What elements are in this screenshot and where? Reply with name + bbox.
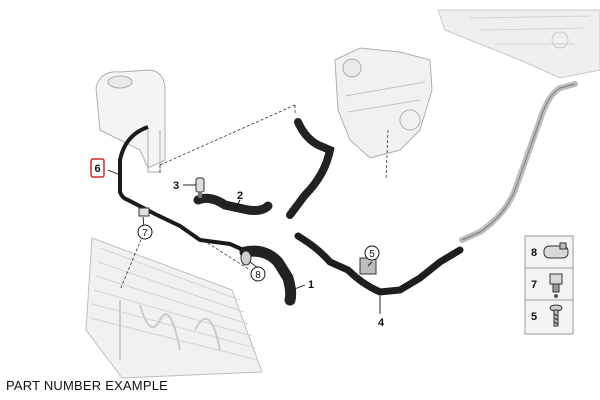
legend-item-8[interactable]: 8 bbox=[531, 242, 569, 259]
radiator-background bbox=[85, 237, 263, 379]
metal-pipe-edge bbox=[461, 83, 576, 241]
coolant-hoses bbox=[118, 81, 578, 306]
svg-text:1: 1 bbox=[308, 279, 314, 291]
metal-pipe bbox=[459, 81, 578, 243]
svg-text:5: 5 bbox=[369, 249, 375, 260]
svg-text:5: 5 bbox=[531, 311, 537, 323]
clip-7-on-hose bbox=[138, 207, 150, 217]
svg-text:8: 8 bbox=[255, 270, 261, 281]
hose-4 bbox=[294, 232, 464, 296]
expansion-tank bbox=[95, 69, 166, 173]
svg-text:6: 6 bbox=[94, 163, 100, 175]
svg-text:3: 3 bbox=[173, 180, 179, 192]
page-caption: PART NUMBER EXAMPLE bbox=[6, 378, 169, 393]
legend-item-5[interactable]: 5 bbox=[531, 304, 563, 327]
callout-6[interactable]: 6 bbox=[90, 158, 105, 178]
callout-7[interactable]: 7 bbox=[137, 224, 153, 240]
screw-icon bbox=[549, 304, 563, 327]
hose-1 bbox=[239, 245, 297, 306]
svg-text:4: 4 bbox=[378, 317, 385, 329]
engine-block-background bbox=[437, 9, 600, 79]
callout-5[interactable]: 5 bbox=[364, 245, 380, 261]
callout-4[interactable]: 4 bbox=[378, 317, 385, 329]
callout-3[interactable]: 3 bbox=[173, 180, 179, 192]
clamp-8-on-hose bbox=[240, 250, 252, 266]
hose-upper bbox=[286, 118, 335, 219]
legend-item-7[interactable]: 7 bbox=[531, 273, 563, 298]
water-pump-housing bbox=[334, 47, 433, 159]
hose-2 bbox=[193, 193, 273, 215]
small-parts-legend: 8 7 5 bbox=[524, 235, 574, 335]
callout-8[interactable]: 8 bbox=[250, 266, 266, 282]
callout-2[interactable]: 2 bbox=[237, 190, 243, 202]
quick-connector-icon bbox=[549, 273, 563, 298]
svg-text:2: 2 bbox=[237, 190, 243, 202]
callout-1[interactable]: 1 bbox=[308, 279, 314, 291]
svg-text:7: 7 bbox=[531, 279, 537, 291]
svg-text:7: 7 bbox=[142, 228, 148, 239]
svg-text:8: 8 bbox=[531, 247, 537, 259]
hose-clamp-icon bbox=[543, 242, 569, 259]
